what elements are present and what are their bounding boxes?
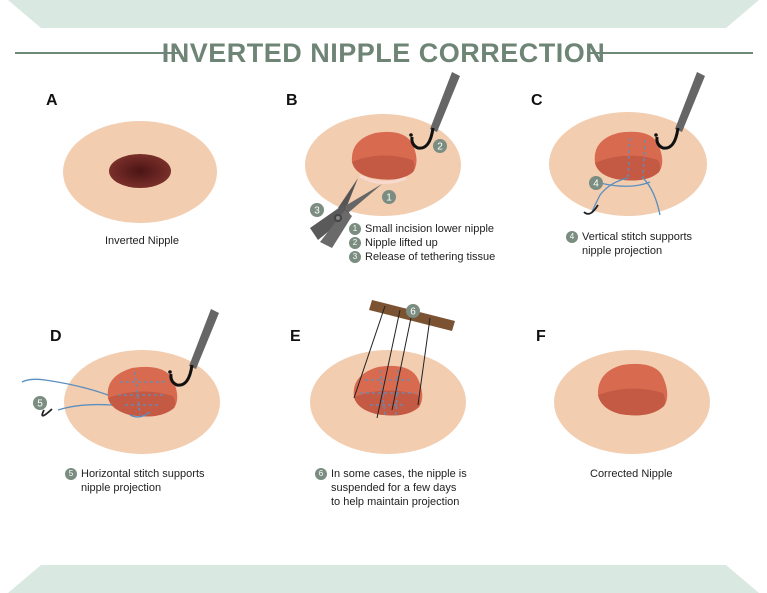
- caption-e-text-1: In some cases, the nipple is: [331, 468, 467, 480]
- horizontal-suture: [21, 371, 165, 418]
- hook-instrument-icon: [409, 72, 460, 150]
- badge-6: 6: [406, 304, 420, 318]
- caption-b-step-1: 1 Small incision lower nipple: [349, 222, 495, 236]
- panel-a-illustration: [63, 121, 217, 223]
- caption-d-line-1: 5 Horizontal stitch supports: [65, 467, 205, 481]
- panel-c-illustration: 4: [549, 72, 707, 216]
- caption-d: 5 Horizontal stitch supports nipple proj…: [65, 467, 205, 495]
- panel-letter-f: F: [536, 328, 546, 345]
- step-3-text: Release of tethering tissue: [365, 251, 496, 263]
- caption-f-text: Corrected Nipple: [590, 468, 673, 480]
- caption-b-step-2: 2 Nipple lifted up: [349, 236, 495, 250]
- panel-e-illustration: 6: [310, 300, 466, 454]
- panel-letter-e: E: [290, 328, 301, 345]
- hook-instrument-icon: [168, 309, 219, 387]
- caption-c: 4 Vertical stitch supports nipple projec…: [566, 230, 692, 258]
- nipple-shade: [595, 155, 661, 181]
- nipple-shade: [352, 155, 415, 180]
- badge-6: 6: [315, 468, 327, 480]
- bottom-band: [8, 565, 759, 593]
- badge-4: 4: [566, 231, 578, 243]
- svg-text:6: 6: [410, 307, 416, 318]
- scissors-icon: [310, 178, 382, 248]
- vertical-suture: [591, 137, 661, 216]
- page-title: INVERTED NIPPLE CORRECTION: [161, 38, 606, 68]
- caption-b-step-3: 3 Release of tethering tissue: [349, 250, 495, 264]
- caption-a-text: Inverted Nipple: [105, 235, 179, 247]
- step-2-text: Nipple lifted up: [365, 237, 438, 249]
- caption-e-text-2: suspended for a few days: [331, 482, 457, 494]
- panel-letter-a: A: [46, 92, 58, 109]
- step-1-text: Small incision lower nipple: [365, 223, 495, 235]
- incision: [359, 174, 407, 184]
- badge-5: 5: [65, 468, 77, 480]
- caption-d-text-1: Horizontal stitch supports: [81, 468, 205, 480]
- badge-5: 5: [33, 396, 47, 410]
- title-line-right: [590, 52, 753, 54]
- svg-text:1: 1: [386, 193, 392, 204]
- panel-f-illustration: [554, 350, 710, 454]
- caption-e: 6 In some cases, the nipple is suspended…: [315, 467, 467, 509]
- svg-text:5: 5: [37, 399, 43, 410]
- badge-3: 3: [349, 251, 361, 263]
- svg-text:4: 4: [593, 179, 599, 190]
- badge-1: 1: [349, 223, 361, 235]
- svg-text:3: 3: [314, 206, 320, 217]
- nipple-shade: [108, 391, 176, 417]
- caption-c-text-1: Vertical stitch supports: [582, 231, 693, 243]
- panel-letter-b: B: [286, 92, 298, 109]
- title-row: INVERTED NIPPLE CORRECTION: [0, 36, 767, 70]
- caption-e-text-3: to help maintain projection: [331, 496, 460, 508]
- title-line-left: [15, 52, 178, 54]
- svg-text:2: 2: [437, 142, 443, 153]
- nipple-shade: [354, 390, 421, 416]
- badge-2: 2: [349, 237, 361, 249]
- badge-2: 2: [433, 139, 447, 153]
- panel-d-illustration: 5: [21, 309, 220, 454]
- caption-e-line-1: 6 In some cases, the nipple is: [315, 467, 467, 481]
- hook-instrument-icon: [654, 72, 705, 150]
- suspension-suture: [360, 369, 415, 416]
- top-band: [8, 0, 759, 28]
- badge-4: 4: [589, 176, 603, 190]
- caption-c-line-1: 4 Vertical stitch supports: [566, 230, 692, 244]
- needle: [583, 204, 599, 215]
- suspension-threads: [353, 305, 431, 419]
- caption-a: Inverted Nipple: [105, 234, 179, 248]
- caption-c-text-2: nipple projection: [582, 245, 663, 257]
- caption-b: 1 Small incision lower nipple 2 Nipple l…: [349, 222, 495, 264]
- needle: [41, 408, 53, 417]
- badge-3: 3: [310, 203, 324, 217]
- nipple-shade: [598, 388, 666, 416]
- inverted-nipple: [109, 154, 171, 188]
- panel-letter-d: D: [50, 328, 62, 345]
- panel-b-illustration: 1 2 3: [305, 72, 461, 248]
- panel-letter-c: C: [531, 92, 543, 109]
- caption-f: Corrected Nipple: [590, 467, 673, 481]
- badge-1: 1: [382, 190, 396, 204]
- caption-d-text-2: nipple projection: [81, 482, 162, 494]
